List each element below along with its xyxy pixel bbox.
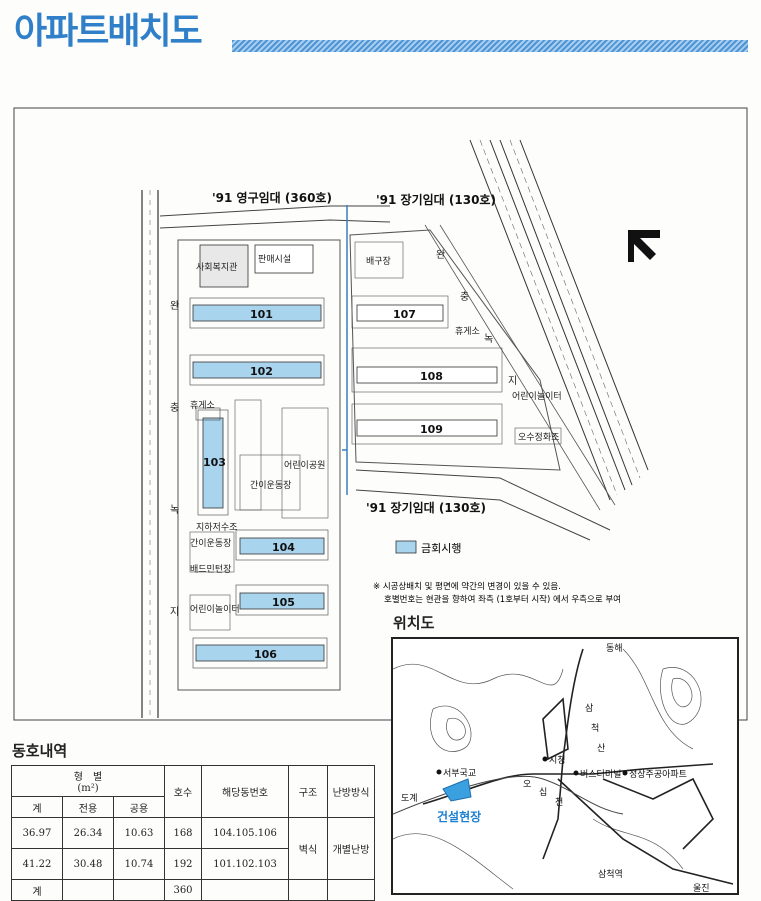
units-header-households: 호수 [164, 765, 202, 818]
buffer-right-1: 완 [436, 249, 445, 261]
loc-mountain-3: 산 [597, 743, 605, 754]
loc-uljin: 울진 [693, 883, 710, 893]
legend-swatch [395, 540, 417, 554]
sports-label: 간이운동장 [250, 480, 291, 491]
long-rental-top-label: '91 장기임대 (130호) [376, 192, 496, 207]
units-title: 동호내역 [12, 742, 68, 760]
loc-river-1: 오 [523, 779, 531, 790]
long-rental-bottom-label: '91 장기임대 (130호) [366, 500, 486, 515]
page-title: 아파트배치도 [14, 11, 203, 52]
units-row: 41.22 30.48 10.74 192 101.102.103 [11, 848, 375, 880]
location-map: 동해 서부국교 시청 버스터미널 정상주공아파트 도계 삼 척 산 오 십 천 … [391, 637, 739, 895]
playground-left-label: 어린이놀이터 [190, 604, 240, 615]
title-decoration-bar [232, 40, 748, 52]
units-header-total: 계 [11, 796, 63, 818]
buffer-left-3: 녹 [170, 504, 179, 516]
sewage-label: 오수정화조 [518, 432, 559, 443]
welfare-label: 사회복지관 [196, 262, 237, 273]
loc-bus-terminal: 버스터미널 [580, 769, 621, 780]
building-103: 103 [203, 456, 226, 469]
units-row: 36.97 26.34 10.63 168 104.105.106 벽식 개별난… [11, 817, 375, 880]
loc-samcheok-station: 삼척역 [598, 869, 623, 880]
units-header-structure: 구조 [288, 765, 328, 818]
shop-label: 판매시설 [258, 254, 291, 265]
playground-right-label: 어린이놀이터 [512, 391, 562, 402]
buffer-left-4: 지 [170, 606, 179, 618]
units-header-exclusive: 전용 [62, 796, 114, 818]
legend-label: 금회시행 [421, 542, 461, 555]
buffer-right-4: 지 [508, 375, 517, 387]
building-105: 105 [272, 596, 295, 609]
badminton-label: 배드민턴장 [190, 564, 231, 575]
loc-mountain-1: 삼 [585, 703, 593, 714]
loc-site: 건설현장 [437, 809, 481, 824]
location-title: 위치도 [393, 614, 435, 632]
park-label: 어린이공원 [284, 460, 325, 471]
units-structure: 벽식 [288, 817, 328, 880]
units-heating: 개별난방 [327, 817, 375, 880]
rest-area-right-label: 휴게소 [455, 326, 480, 337]
units-header-type: 형 별 (m²) [11, 765, 165, 797]
buffer-right-2: 충 [460, 291, 469, 303]
units-header-common: 공용 [113, 796, 165, 818]
building-107: 107 [393, 308, 416, 321]
note-line-1: ※ 시공상배치 및 평면에 약간의 변경이 있을 수 있음. [373, 581, 561, 592]
loc-river-2: 십 [539, 787, 547, 798]
building-101: 101 [250, 308, 273, 321]
building-109: 109 [420, 423, 443, 436]
building-106: 106 [254, 648, 277, 661]
buffer-right-3: 녹 [484, 333, 493, 345]
water-tank-label: 지하저수조 [196, 522, 237, 533]
building-102: 102 [250, 365, 273, 378]
note-line-2: 호별번호는 현관을 향하여 좌측 (1호부터 시작) 에서 우측으로 부여 [384, 594, 621, 605]
court-label: 배구장 [366, 256, 391, 267]
sports-small-label: 간이운동장 [190, 538, 231, 549]
perm-rental-label: '91 영구임대 (360호) [212, 190, 332, 205]
units-sum-row: 계 360 [11, 879, 375, 901]
loc-seobu-school: 서부국교 [443, 768, 476, 779]
rest-area-left-label: 휴게소 [190, 400, 215, 411]
loc-mountain-2: 척 [591, 723, 599, 734]
units-header-buildings: 해당동번호 [201, 765, 289, 818]
buffer-left-1: 완 [170, 300, 179, 312]
loc-apartment: 정상주공아파트 [629, 769, 687, 780]
building-108: 108 [420, 370, 443, 383]
loc-dogye: 도계 [401, 792, 418, 804]
units-table: 형 별 (m²) 호수 해당동번호 구조 난방방식 계 전용 공용 36.97 … [11, 765, 375, 901]
building-104: 104 [272, 541, 295, 554]
loc-river-3: 천 [555, 797, 563, 808]
buffer-left-2: 충 [170, 402, 179, 414]
loc-donghae: 동해 [606, 643, 623, 654]
loc-city-hall: 시청 [549, 755, 566, 766]
units-header-heating: 난방방식 [327, 765, 375, 818]
